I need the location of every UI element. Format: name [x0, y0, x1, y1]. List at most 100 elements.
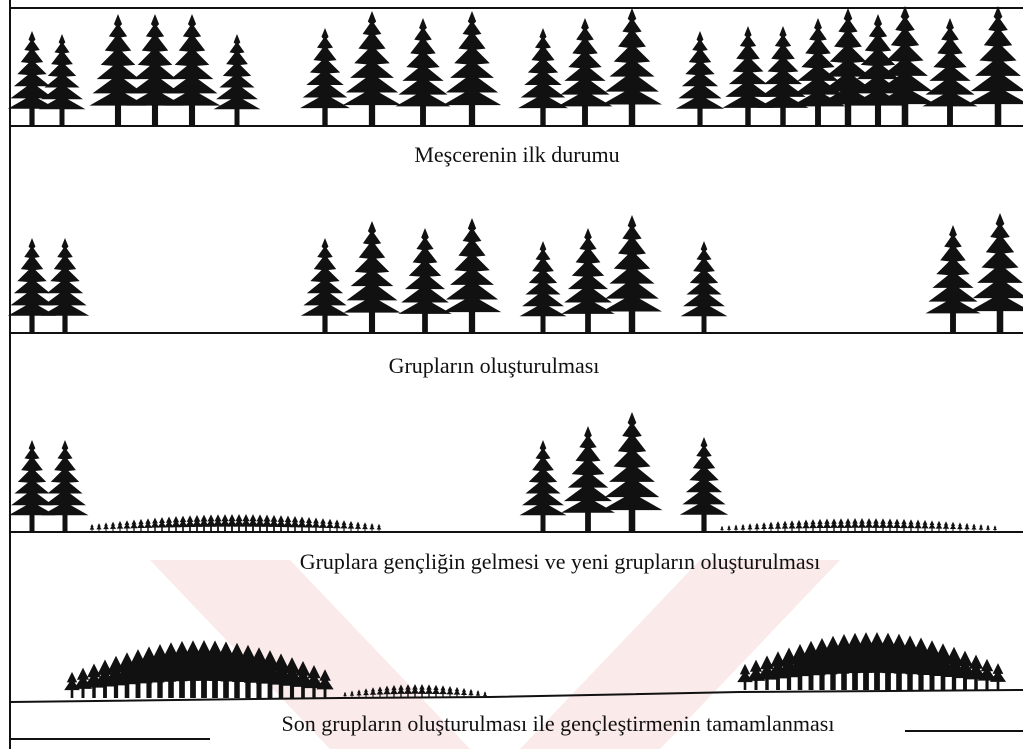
conifer-tree: [758, 26, 809, 126]
conifer-tree: [558, 18, 613, 126]
young-tree: [290, 516, 300, 532]
young-tree: [865, 518, 873, 532]
young-tree: [837, 518, 845, 532]
young-tree: [164, 517, 173, 532]
conifer-tree: [398, 228, 451, 333]
conifer-tree: [676, 31, 724, 126]
conifer-tree: [396, 18, 451, 126]
young-tree: [809, 519, 817, 532]
young-tree: [348, 521, 355, 532]
young-tree: [241, 514, 252, 532]
young-tree: [795, 520, 802, 532]
young-tree: [446, 686, 453, 698]
young-tree: [377, 524, 382, 532]
conifer-tree: [602, 215, 662, 333]
conifer-tree: [343, 11, 402, 126]
young-tree: [220, 514, 231, 532]
young-tree: [117, 521, 124, 532]
young-tree: [297, 516, 306, 532]
panel-2-group-formation: Grupların oluşturulması: [8, 213, 1023, 378]
panel-4-completion: Son grupların oluşturulması ile gençleşt…: [10, 632, 1023, 739]
conifer-tree: [300, 28, 350, 126]
young-tree: [921, 520, 928, 532]
conifer-tree: [89, 14, 146, 126]
conifer-tree: [163, 14, 220, 126]
young-tree: [957, 522, 963, 532]
conifer-tree: [680, 437, 728, 532]
young-tree: [262, 515, 272, 532]
conifer-tree: [9, 440, 56, 532]
young-tree: [971, 523, 976, 532]
young-tree: [248, 514, 259, 532]
conifer-tree: [561, 228, 614, 333]
caption-2: Grupların oluşturulması: [389, 353, 600, 378]
young-tree: [340, 520, 347, 532]
young-tree: [326, 519, 334, 532]
young-tree: [761, 522, 767, 532]
young-tree: [213, 514, 224, 532]
young-tree: [907, 519, 915, 532]
young-tree: [788, 520, 795, 532]
young-tree: [936, 521, 943, 532]
young-tree: [319, 518, 327, 532]
young-tree: [255, 514, 266, 532]
young-tree: [312, 518, 321, 532]
young-tree: [816, 519, 824, 532]
young-tree: [741, 524, 746, 532]
young-tree: [734, 524, 739, 532]
young-tree: [96, 523, 101, 532]
conifer-tree: [601, 412, 662, 532]
young-tree: [110, 522, 116, 532]
young-tree: [754, 523, 760, 532]
young-tree: [950, 522, 956, 532]
conifer-tree: [967, 6, 1023, 126]
conifer-tree: [926, 225, 981, 333]
conifer-tree: [39, 34, 86, 126]
young-tree: [432, 685, 440, 698]
panel-4-young-stands: [64, 632, 1006, 698]
conifer-tree: [343, 221, 400, 333]
young-tree: [872, 518, 880, 532]
caption-3: Gruplara gençliğin gelmesi ve yeni grupl…: [300, 549, 821, 574]
conifer-tree: [520, 440, 567, 532]
young-tree: [900, 519, 908, 532]
conifer-tree: [42, 440, 89, 532]
conifer-tree: [923, 18, 978, 126]
young-tree: [425, 684, 433, 698]
conifer-tree: [723, 26, 774, 126]
young-tree: [234, 514, 245, 532]
young-tree: [439, 685, 447, 698]
young-tree: [171, 516, 181, 532]
conifer-tree: [443, 11, 502, 126]
young-tree: [929, 520, 936, 532]
panel-1-trees: [8, 6, 1023, 126]
conifer-tree: [8, 31, 56, 126]
young-tree: [775, 521, 782, 532]
young-tree: [943, 521, 949, 532]
young-tree: [986, 525, 990, 532]
young-tree: [768, 522, 774, 532]
young-tree: [830, 518, 838, 532]
conifer-tree: [41, 238, 89, 333]
panel-3-trees: [9, 412, 729, 532]
conifer-tree: [214, 34, 261, 126]
young-tree: [144, 518, 152, 532]
young-tree: [369, 523, 374, 532]
conifer-tree: [443, 218, 502, 333]
conifer-tree: [520, 241, 567, 333]
young-tree: [269, 515, 279, 532]
panel-1-initial-stand: Meşcerenin ilk durumu: [8, 6, 1023, 167]
conifer-tree: [969, 213, 1023, 333]
panel-3-regeneration: Gruplara gençliğin gelmesi ve yeni grupl…: [9, 412, 1023, 574]
young-tree: [893, 519, 901, 532]
conifer-tree: [8, 238, 56, 333]
young-tree: [206, 514, 217, 532]
conifer-tree: [301, 238, 349, 333]
young-tree: [130, 520, 137, 532]
panel-2-trees: [8, 213, 1023, 333]
young-tree: [964, 523, 969, 532]
young-tree: [227, 514, 238, 532]
young-tree: [823, 519, 831, 532]
young-tree: [993, 525, 997, 532]
